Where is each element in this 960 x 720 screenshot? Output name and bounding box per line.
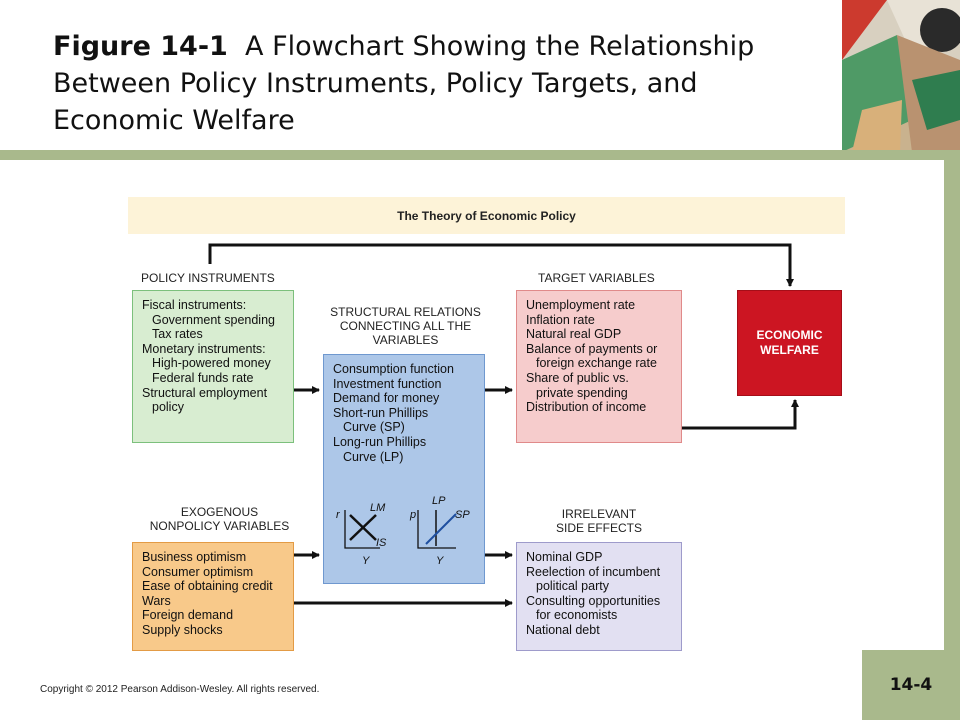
- box-line: Business optimism: [142, 550, 247, 564]
- box-line: Unemployment rate: [526, 298, 636, 312]
- box-line: National debt: [526, 622, 600, 637]
- box-line: for economists: [536, 608, 618, 623]
- figure-title-text: A Flowchart Showing the Relationship Bet…: [53, 31, 755, 136]
- box-line: High-powered money: [152, 356, 271, 371]
- heading-line: STRUCTURAL RELATIONS: [330, 305, 481, 319]
- box-line: Natural real GDP: [526, 327, 622, 342]
- box-line: Wars: [142, 593, 171, 608]
- heading-line: VARIABLES: [372, 333, 439, 347]
- box-line: Demand for money: [333, 391, 440, 406]
- box-line: Consumption function: [333, 362, 454, 376]
- box-line: Share of public vs.: [526, 370, 629, 385]
- box-line: Structural employment: [142, 385, 268, 400]
- box-line: Government spending: [152, 312, 275, 327]
- box-line: Balance of payments or: [526, 341, 658, 356]
- box-line: Reelection of incumbent: [526, 564, 661, 579]
- heading-line: IRRELEVANT: [561, 507, 637, 521]
- box-line: Ease of obtaining credit: [142, 579, 273, 594]
- figure-number: Figure 14-1: [53, 31, 228, 62]
- box-line: private spending: [536, 385, 628, 400]
- box-line: Consumer optimism: [142, 564, 254, 579]
- box-line: Distribution of income: [526, 400, 647, 415]
- box-line: Curve (SP): [343, 420, 405, 435]
- box-line: political party: [536, 579, 609, 594]
- box-line: Federal funds rate: [152, 370, 254, 385]
- box-line: Tax rates: [152, 327, 203, 342]
- slide-title: Figure 14-1 A Flowchart Showing the Rela…: [53, 28, 823, 139]
- target-variables-heading: TARGET VARIABLES: [538, 271, 655, 285]
- header-divider: [0, 150, 960, 160]
- frame-strip: [944, 160, 960, 650]
- diagram-banner: The Theory of Economic Policy: [128, 197, 845, 234]
- economic-welfare-box: ECONOMIC WELFARE: [737, 290, 842, 396]
- box-line: Short-run Phillips: [333, 405, 429, 420]
- box-line: Long-run Phillips: [333, 434, 427, 449]
- welfare-line: WELFARE: [760, 343, 819, 357]
- slide-number: 14-4: [862, 650, 960, 720]
- welfare-line: ECONOMIC: [756, 328, 823, 342]
- box-line: Monetary instruments:: [142, 341, 266, 356]
- heading-line: NONPOLICY VARIABLES: [149, 519, 290, 533]
- heading-line: SIDE EFFECTS: [555, 521, 642, 535]
- box-line: Nominal GDP: [526, 550, 603, 564]
- box-line: Curve (LP): [343, 449, 404, 464]
- structural-relations-heading: STRUCTURAL RELATIONS CONNECTING ALL THE …: [318, 305, 493, 347]
- heading-line: CONNECTING ALL THE: [339, 319, 472, 333]
- target-to-welfare-arrow: [682, 399, 799, 430]
- policy-instruments-heading: POLICY INSTRUMENTS: [141, 271, 275, 285]
- decorative-artwork: [842, 0, 960, 152]
- box-line: policy: [152, 400, 184, 415]
- box-line: Inflation rate: [526, 312, 595, 327]
- heading-line: EXOGENOUS: [180, 505, 259, 519]
- top-feedback-arrow: [208, 243, 794, 287]
- box-line: Foreign demand: [142, 608, 234, 623]
- box-line: foreign exchange rate: [536, 356, 657, 371]
- exogenous-heading: EXOGENOUS NONPOLICY VARIABLES: [132, 505, 307, 533]
- box-line: Consulting opportunities: [526, 593, 661, 608]
- irrelevant-heading: IRRELEVANT SIDE EFFECTS: [524, 507, 674, 535]
- box-line: Investment function: [333, 376, 442, 391]
- box-line: Supply shocks: [142, 622, 223, 637]
- copyright-notice: Copyright © 2012 Pearson Addison-Wesley.…: [40, 684, 320, 695]
- box-line: Fiscal instruments:: [142, 298, 247, 312]
